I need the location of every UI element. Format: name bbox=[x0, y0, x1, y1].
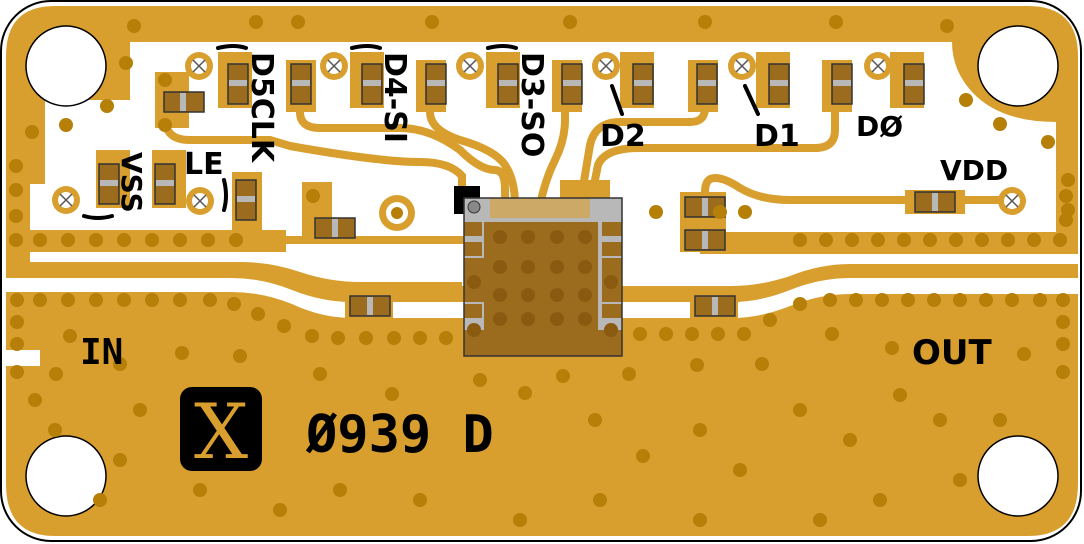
test-point-d5clk bbox=[185, 52, 213, 80]
resistor bbox=[696, 63, 718, 105]
resistor bbox=[98, 163, 120, 205]
resistor bbox=[561, 63, 583, 105]
test-point-d4si bbox=[320, 52, 348, 80]
ground-via-ring bbox=[379, 195, 415, 231]
part-number: Ø939 D bbox=[305, 405, 494, 465]
resistor bbox=[425, 63, 447, 105]
logo-letter: X bbox=[194, 387, 248, 476]
components bbox=[98, 63, 956, 317]
test-point-d1 bbox=[728, 52, 756, 80]
capacitor-in bbox=[349, 295, 391, 317]
label-vdd: VDD bbox=[940, 154, 1008, 187]
mounting-hole-bl bbox=[25, 435, 107, 517]
manufacturer-logo: X bbox=[180, 387, 262, 476]
test-point-vss bbox=[52, 186, 80, 214]
ic-chip bbox=[454, 186, 623, 357]
resistor bbox=[684, 229, 726, 251]
resistor bbox=[768, 63, 790, 105]
test-point-d2 bbox=[592, 52, 620, 80]
label-d5clk: D5CLK bbox=[244, 52, 279, 164]
resistor bbox=[903, 63, 925, 105]
label-d3so: D3-SO bbox=[514, 52, 549, 157]
resistor bbox=[914, 191, 956, 213]
mounting-hole-br bbox=[977, 435, 1059, 517]
mounting-hole-tl bbox=[25, 25, 107, 107]
label-d1: D1 bbox=[754, 119, 800, 154]
test-point-vdd bbox=[998, 187, 1026, 215]
label-in: IN bbox=[80, 332, 123, 373]
label-d2: D2 bbox=[600, 119, 646, 154]
resistor bbox=[163, 91, 205, 113]
resistor bbox=[831, 63, 853, 105]
pin-labels: D5CLK D4-SI D3-SO D2 D1 DØ VDD VSS LE IN… bbox=[80, 52, 1008, 373]
resistor bbox=[290, 63, 312, 105]
label-d0: DØ bbox=[856, 110, 903, 143]
test-point-d3so bbox=[456, 52, 484, 80]
test-points bbox=[52, 52, 1026, 231]
label-vss: VSS bbox=[115, 152, 148, 213]
resistor bbox=[227, 63, 249, 105]
label-d4si: D4-SI bbox=[377, 52, 412, 143]
silkscreen-marks bbox=[82, 44, 760, 220]
capacitor-out bbox=[694, 295, 736, 317]
resistor bbox=[361, 63, 383, 105]
vias bbox=[9, 15, 1075, 527]
label-out: OUT bbox=[912, 333, 993, 373]
mounting-hole-tr bbox=[977, 25, 1059, 107]
resistor bbox=[235, 179, 257, 221]
resistor bbox=[154, 163, 176, 205]
resistor bbox=[497, 63, 519, 105]
resistor bbox=[632, 63, 654, 105]
test-point-le bbox=[186, 187, 214, 215]
resistor bbox=[314, 217, 356, 239]
test-point-d0 bbox=[864, 52, 892, 80]
label-le: LE bbox=[184, 147, 224, 182]
